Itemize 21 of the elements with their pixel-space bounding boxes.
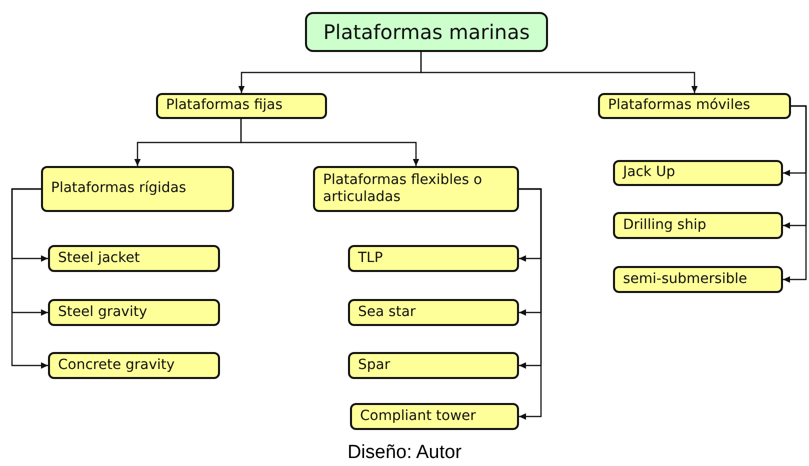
category-box: Plataformas móviles	[598, 93, 791, 119]
category-box: Spar	[348, 352, 519, 379]
connector-arrow	[420, 52, 698, 93]
connector-arrow	[11, 188, 48, 369]
connector-arrow	[783, 105, 807, 283]
category-box: Sea star	[348, 299, 519, 326]
category-box: Plataformas flexibles o articuladas	[313, 166, 519, 212]
connector-arrow	[240, 119, 420, 166]
category-box: Steel jacket	[48, 245, 220, 272]
category-box: Steel gravity	[48, 299, 220, 326]
category-box: Jack Up	[613, 160, 783, 186]
category-box: Plataformas fijas	[156, 93, 327, 119]
caption: Diseño: Autor	[346, 442, 463, 464]
root-box: Plataformas marinas	[305, 12, 548, 52]
connector-arrow	[519, 188, 542, 420]
category-box: Plataformas rígidas	[41, 166, 234, 212]
category-box: Drilling ship	[613, 212, 783, 239]
category-box: Concrete gravity	[48, 352, 220, 379]
category-box: semi-submersible	[613, 266, 783, 293]
category-box: TLP	[348, 245, 519, 272]
category-box: Compliant tower	[350, 403, 519, 430]
